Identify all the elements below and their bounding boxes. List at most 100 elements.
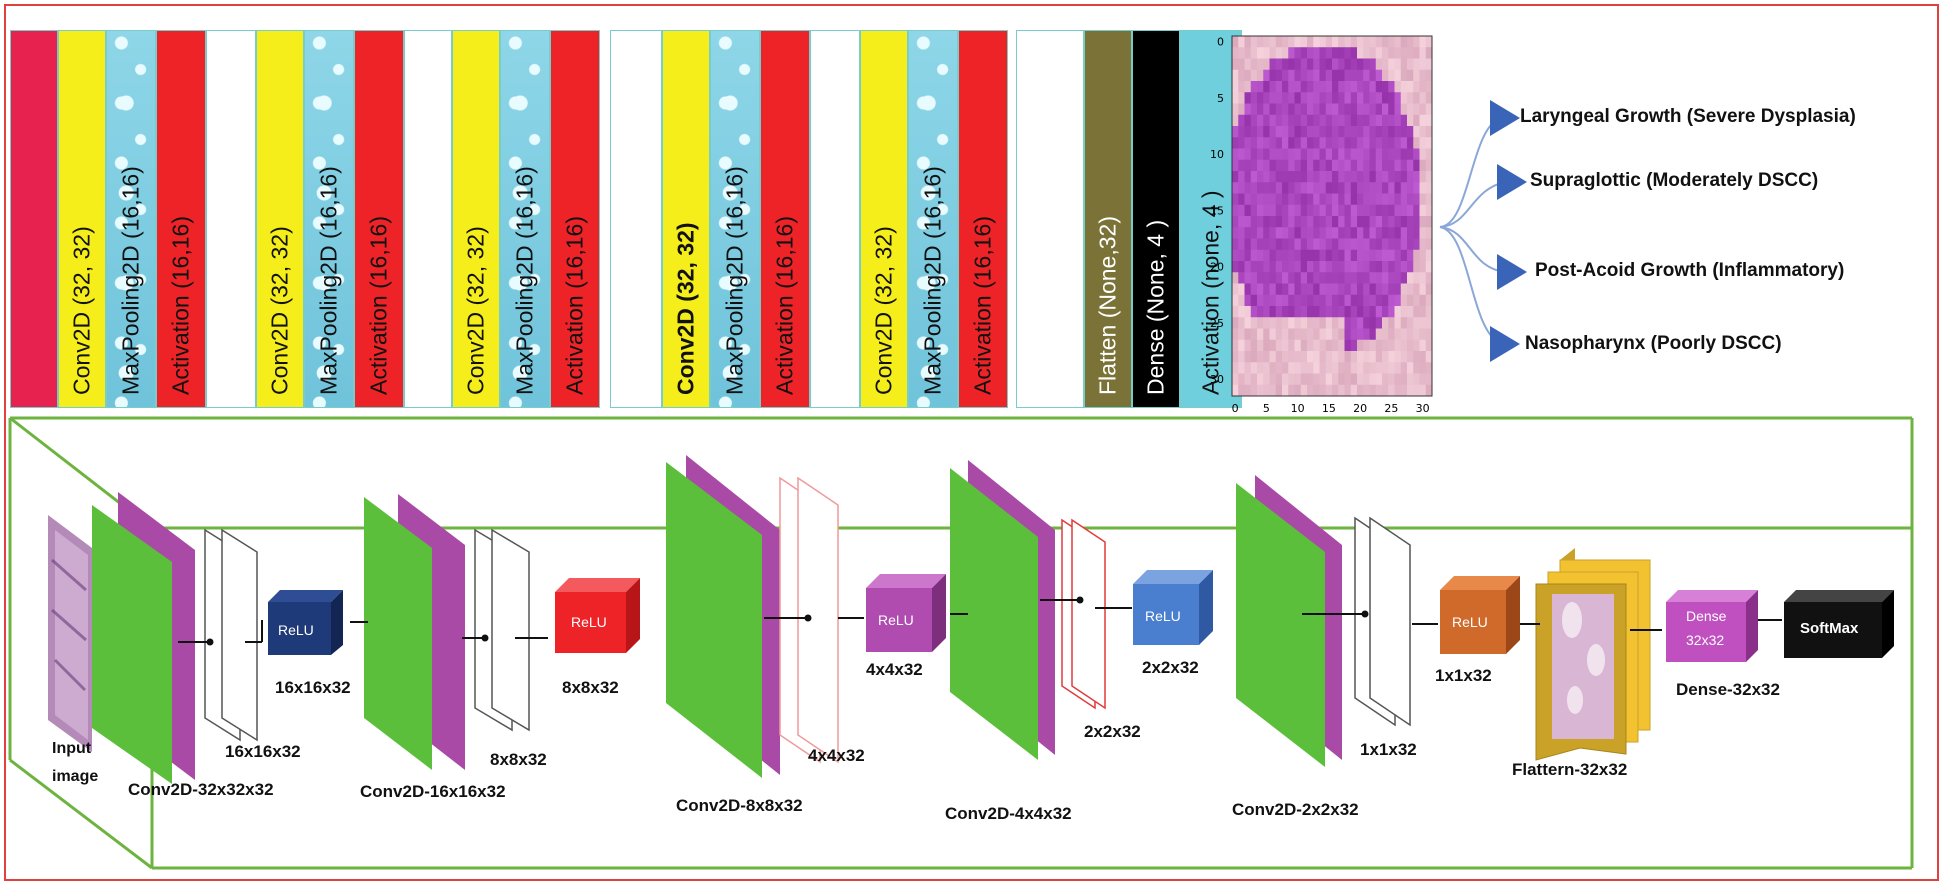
heatmap-cell [1244, 92, 1252, 104]
heatmap-cell [1375, 373, 1383, 386]
heatmap-cell [1307, 306, 1314, 318]
heatmap-cell [1313, 328, 1320, 341]
heatmap-cell [1263, 272, 1270, 284]
heatmap-cell [1407, 351, 1414, 363]
heatmap-cell [1300, 249, 1308, 262]
heatmap-cell [1363, 373, 1370, 386]
heatmap-cell [1294, 249, 1302, 262]
layer-box: Activation (16,16) [156, 30, 206, 408]
heatmap-cell [1369, 47, 1377, 59]
heatmap-cell [1282, 114, 1289, 127]
heatmap-cell [1288, 204, 1295, 217]
heatmap-cell [1394, 69, 1402, 82]
heatmap-cell [1325, 216, 1333, 228]
heatmap-cell [1275, 283, 1283, 296]
heatmap-cell [1400, 362, 1408, 374]
heatmap-cell [1363, 58, 1370, 71]
heatmap-cell [1250, 351, 1258, 363]
heatmap-cell [1275, 351, 1283, 363]
heatmap-cell [1425, 351, 1433, 363]
heatmap-cell [1307, 204, 1314, 217]
x-tick-label: 15 [1322, 402, 1336, 415]
heatmap-cell [1382, 126, 1389, 138]
heatmap-cell [1313, 216, 1320, 228]
heatmap-cell [1357, 81, 1364, 93]
heatmap-cell [1307, 69, 1314, 82]
heatmap-cell [1263, 81, 1270, 93]
heatmap-cell [1357, 92, 1364, 104]
heatmap-cell [1369, 339, 1377, 352]
heatmap-cell [1282, 362, 1289, 374]
heatmap-cell [1363, 137, 1370, 149]
layer-box: Activation (16,16) [958, 30, 1008, 408]
heatmap-cell [1419, 204, 1427, 217]
heatmap-cell [1288, 227, 1295, 239]
heatmap-cell [1232, 204, 1239, 217]
heatmap-cell [1275, 373, 1283, 386]
heatmap-cell [1419, 148, 1427, 161]
heatmap-cell [1269, 69, 1277, 82]
heatmap-cell [1425, 362, 1433, 374]
heatmap-cell [1425, 171, 1433, 183]
heatmap-cell [1319, 249, 1327, 262]
heatmap-cell [1300, 182, 1308, 194]
heatmap-cell [1250, 114, 1258, 127]
heatmap-cell [1407, 182, 1414, 194]
plot-frame [1231, 35, 1433, 397]
heatmap-cell [1338, 249, 1345, 262]
heatmap-cell [1369, 294, 1377, 307]
heatmap-cell [1288, 148, 1295, 161]
heatmap-cell [1244, 373, 1252, 386]
heatmap-cell [1344, 339, 1352, 352]
heatmap-cell [1350, 261, 1358, 273]
heatmap-cell [1275, 294, 1283, 307]
heatmap-cell [1338, 339, 1345, 352]
relu-cube-4: ReLU [1133, 570, 1213, 645]
heatmap-cell [1394, 306, 1402, 318]
heatmap-cell [1425, 249, 1433, 262]
heatmap-cell [1319, 36, 1327, 48]
heatmap-cell [1425, 126, 1433, 138]
heatmap-cell [1319, 204, 1327, 217]
heatmap-cell [1394, 384, 1402, 397]
heatmap-cell [1344, 182, 1352, 194]
heatmap-cell [1344, 81, 1352, 93]
heatmap-cell [1325, 339, 1333, 352]
heatmap-cell [1257, 137, 1264, 149]
heatmap-cell [1244, 69, 1252, 82]
heatmap-cell [1232, 103, 1239, 116]
y-tick-label: 20 [1210, 261, 1224, 274]
heatmap-cell [1400, 216, 1408, 228]
flow-arrows [178, 596, 1782, 646]
heatmap-cell [1250, 339, 1258, 352]
heatmap-cell [1332, 317, 1339, 329]
heatmap-cell [1282, 36, 1289, 48]
heatmap-cell [1300, 373, 1308, 386]
layer-box: MaxPooling2D (16,16) [106, 30, 156, 408]
heatmap-cell [1369, 92, 1377, 104]
heatmap-cell [1350, 238, 1358, 251]
relu-label: ReLU [571, 614, 607, 630]
heatmap-cell [1338, 227, 1345, 239]
heatmap-cell [1382, 137, 1389, 149]
heatmap-cell [1288, 283, 1295, 296]
heatmap-cell [1313, 126, 1320, 138]
heatmap-cell [1263, 328, 1270, 341]
heatmap-cell [1250, 137, 1258, 149]
heatmap-cell [1300, 126, 1308, 138]
pool-layer-4 [1061, 518, 1106, 710]
heatmap-cell [1400, 384, 1408, 397]
heatmap-cell [1332, 193, 1339, 206]
heatmap-cell [1425, 328, 1433, 341]
heatmap-cell [1325, 283, 1333, 296]
heatmap-cell [1338, 362, 1345, 374]
heatmap-cell [1257, 351, 1264, 363]
heatmap-cell [1407, 306, 1414, 318]
heatmap-cell [1325, 362, 1333, 374]
heatmap-cell [1357, 182, 1364, 194]
heatmap-cell [1400, 137, 1408, 149]
heatmap-cell [1232, 339, 1239, 352]
heatmap-cell [1294, 36, 1302, 48]
heatmap-cell [1357, 249, 1364, 262]
